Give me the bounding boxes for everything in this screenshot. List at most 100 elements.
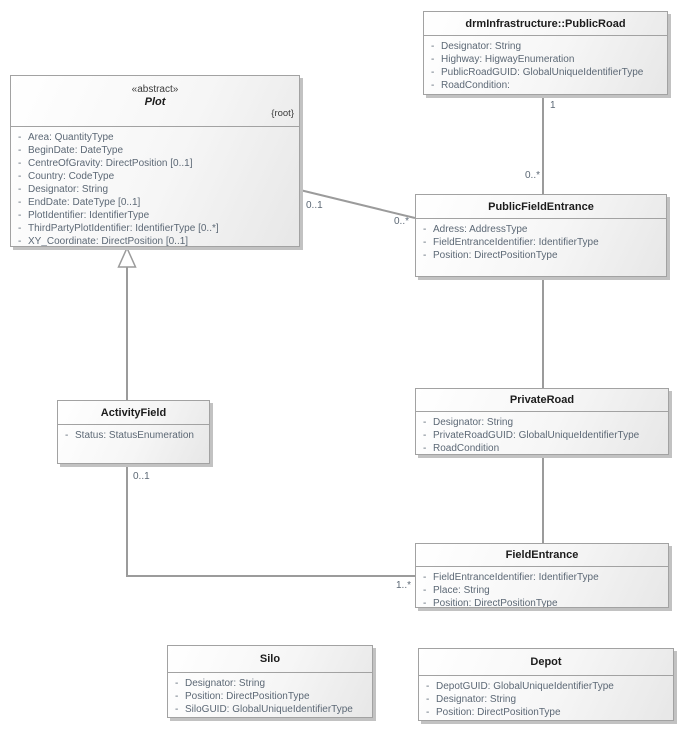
visibility-marker: -: [18, 184, 22, 195]
visibility-marker: -: [423, 598, 427, 608]
attribute: - CentreOfGravity: DirectPosition [0..1]: [11, 157, 299, 170]
class-public-field-entrance[interactable]: PublicFieldEntrance - Adress: AddressTyp…: [415, 194, 667, 277]
class-plot[interactable]: «abstract» Plot {root} - Area: QuantityT…: [10, 75, 300, 247]
class-stereotype: «abstract»: [131, 83, 179, 95]
attribute-text: Position: DirectPositionType: [433, 250, 558, 261]
attribute: - Adress: AddressType: [416, 223, 666, 236]
attribute: - Designator: String: [424, 40, 667, 53]
visibility-marker: -: [423, 237, 427, 248]
visibility-marker: -: [431, 80, 435, 91]
attribute: - Area: QuantityType: [11, 131, 299, 144]
attribute: - Designator: String: [419, 693, 673, 706]
visibility-marker: -: [175, 691, 179, 702]
connector-activityfield-fieldentrance[interactable]: [126, 464, 415, 577]
attribute-text: Status: StatusEnumeration: [75, 430, 194, 441]
visibility-marker: -: [431, 54, 435, 65]
visibility-marker: -: [426, 707, 430, 718]
visibility-marker: -: [18, 210, 22, 221]
attribute: - Highway: HigwayEnumeration: [424, 53, 667, 66]
attribute-text: Highway: HigwayEnumeration: [441, 54, 575, 65]
attribute-text: EndDate: DateType [0..1]: [28, 197, 141, 208]
attribute-text: Adress: AddressType: [433, 224, 528, 235]
attribute-text: FieldEntranceIdentifier: IdentifierType: [433, 572, 599, 583]
attribute-text: DepotGUID: GlobalUniqueIdentifierType: [436, 681, 614, 692]
class-header: PrivateRoad: [416, 389, 668, 412]
class-public-road[interactable]: drmInfrastructure::PublicRoad - Designat…: [423, 11, 668, 95]
attribute: - PlotIdentifier: IdentifierType: [11, 209, 299, 222]
attribute-list: - Designator: String - PrivateRoadGUID: …: [416, 412, 668, 454]
visibility-marker: -: [18, 171, 22, 182]
class-field-entrance[interactable]: FieldEntrance - FieldEntranceIdentifier:…: [415, 543, 669, 608]
class-name: PublicFieldEntrance: [488, 200, 594, 213]
attribute-text: PrivateRoadGUID: GlobalUniqueIdentifierT…: [433, 430, 640, 441]
visibility-marker: -: [423, 430, 427, 441]
class-header: PublicFieldEntrance: [416, 195, 666, 219]
multiplicity-publicfieldentrance-end: 0..*: [524, 170, 540, 181]
attribute-text: Designator: String: [441, 41, 522, 52]
class-silo[interactable]: Silo - Designator: String - Position: Di…: [167, 645, 373, 718]
visibility-marker: -: [175, 704, 179, 715]
attribute-text: Designator: String: [185, 678, 266, 689]
class-depot[interactable]: Depot - DepotGUID: GlobalUniqueIdentifie…: [418, 648, 674, 721]
attribute: - PublicRoadGUID: GlobalUniqueIdentifier…: [424, 66, 667, 79]
visibility-marker: -: [423, 572, 427, 583]
multiplicity-plot-end: 0..1: [306, 200, 323, 211]
visibility-marker: -: [18, 197, 22, 208]
visibility-marker: -: [18, 158, 22, 169]
visibility-marker: -: [423, 417, 427, 428]
attribute: - DepotGUID: GlobalUniqueIdentifierType: [419, 680, 673, 693]
multiplicity-fieldentrance-end: 1..*: [395, 580, 411, 591]
attribute-list: - FieldEntranceIdentifier: IdentifierTyp…: [416, 567, 668, 608]
attribute: - Country: CodeType: [11, 170, 299, 183]
attribute-text: RoadCondition:: [441, 80, 510, 91]
attribute: - Designator: String: [168, 677, 372, 690]
class-name: drmInfrastructure::PublicRoad: [465, 17, 626, 30]
visibility-marker: -: [423, 443, 427, 454]
attribute-text: XY_Coordinate: DirectPosition [0..1]: [28, 236, 189, 247]
class-name: Silo: [259, 653, 281, 665]
attribute-text: PlotIdentifier: IdentifierType: [28, 210, 150, 221]
attribute-text: Position: DirectPositionType: [436, 707, 561, 718]
visibility-marker: -: [431, 67, 435, 78]
attribute: - Status: StatusEnumeration: [58, 429, 209, 442]
visibility-marker: -: [426, 694, 430, 705]
class-header: Depot: [419, 649, 673, 676]
attribute-text: Position: DirectPositionType: [433, 598, 558, 608]
visibility-marker: -: [18, 145, 22, 156]
visibility-marker: -: [431, 41, 435, 52]
attribute-text: Designator: String: [436, 694, 517, 705]
class-name: Depot: [530, 656, 562, 668]
visibility-marker: -: [423, 250, 427, 261]
class-header: FieldEntrance: [416, 544, 668, 567]
connector-plot-publicfieldentrance[interactable]: [299, 189, 416, 219]
attribute-list: - Status: StatusEnumeration: [58, 425, 209, 442]
attribute-text: Area: QuantityType: [28, 132, 114, 143]
attribute: - Position: DirectPositionType: [168, 690, 372, 703]
visibility-marker: -: [18, 236, 22, 247]
attribute-text: RoadCondition: [433, 443, 500, 454]
attribute: - ThirdPartyPlotIdentifier: IdentifierTy…: [11, 222, 299, 235]
attribute-list: - Area: QuantityType - BeginDate: DateTy…: [11, 127, 299, 247]
attribute-text: Designator: String: [433, 417, 514, 428]
attribute-text: Country: CodeType: [28, 171, 115, 182]
visibility-marker: -: [423, 224, 427, 235]
class-tag-root: {root}: [271, 107, 294, 119]
attribute: - FieldEntranceIdentifier: IdentifierTyp…: [416, 571, 668, 584]
attribute: - Place: String: [416, 584, 668, 597]
attribute: - Position: DirectPositionType: [416, 597, 668, 608]
attribute-list: - Adress: AddressType - FieldEntranceIde…: [416, 219, 666, 262]
multiplicity-activityfield-end: 0..1: [133, 471, 150, 482]
class-private-road[interactable]: PrivateRoad - Designator: String - Priva…: [415, 388, 669, 455]
attribute-list: - Designator: String - Highway: HigwayEn…: [424, 36, 667, 92]
visibility-marker: -: [65, 430, 69, 441]
attribute-text: BeginDate: DateType: [28, 145, 124, 156]
attribute: - PrivateRoadGUID: GlobalUniqueIdentifie…: [416, 429, 668, 442]
attribute-text: Position: DirectPositionType: [185, 691, 310, 702]
class-activity-field[interactable]: ActivityField - Status: StatusEnumeratio…: [57, 400, 210, 464]
attribute-list: - DepotGUID: GlobalUniqueIdentifierType …: [419, 676, 673, 719]
attribute: - Designator: String: [416, 416, 668, 429]
attribute-list: - Designator: String - Position: DirectP…: [168, 673, 372, 716]
class-header: «abstract» Plot {root}: [11, 76, 299, 127]
class-header: drmInfrastructure::PublicRoad: [424, 12, 667, 36]
